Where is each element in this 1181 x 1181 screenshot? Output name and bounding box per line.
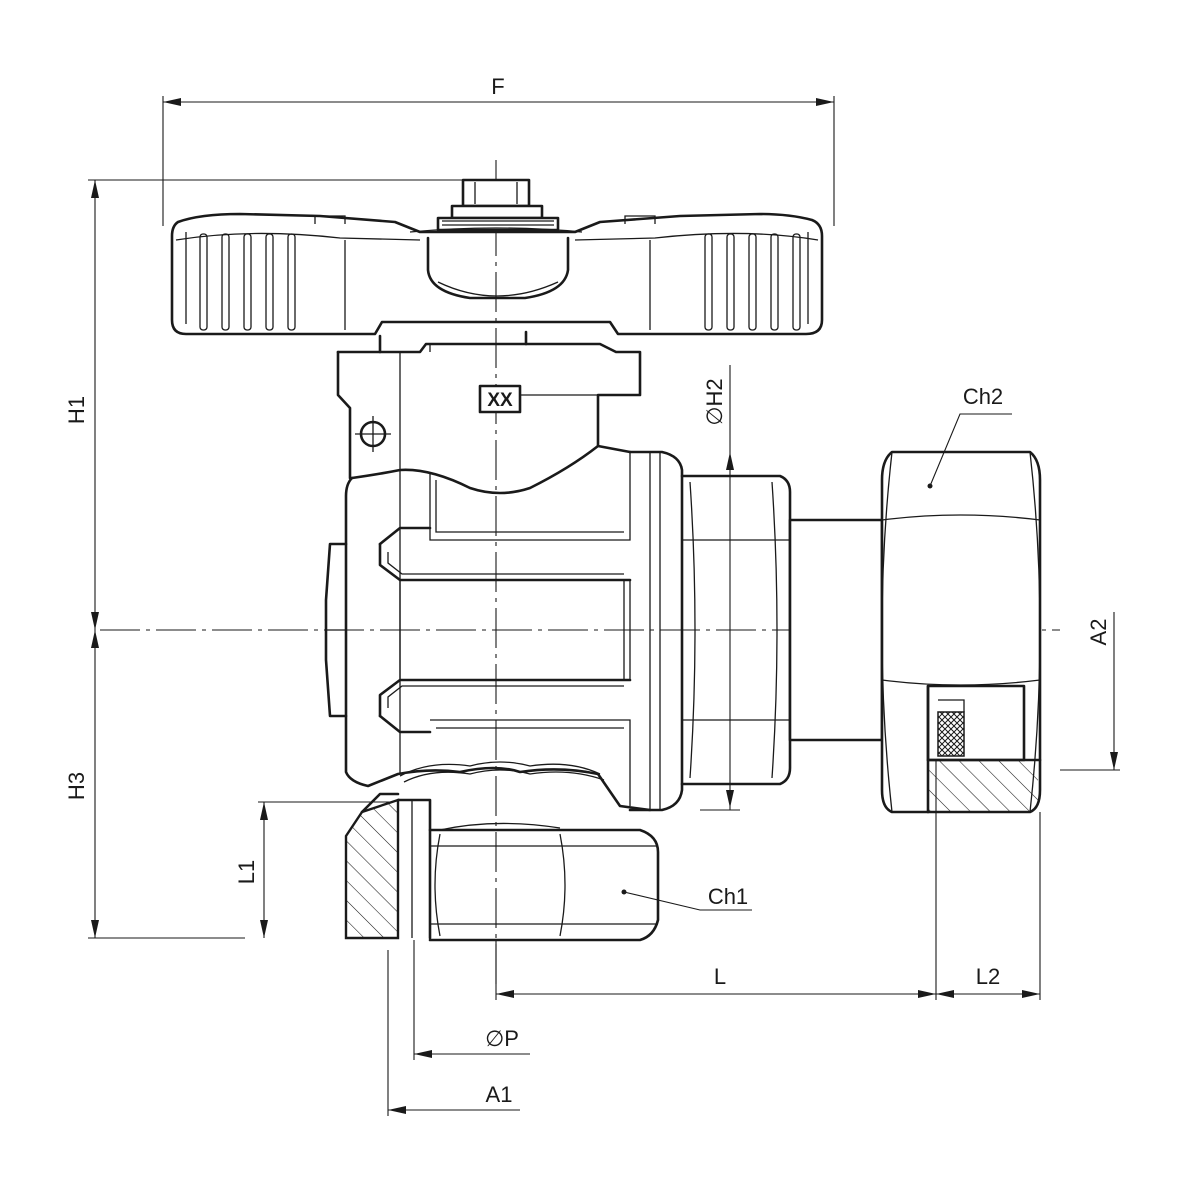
- dim-label-h1: H1: [64, 396, 89, 424]
- dim-label-h3: H3: [64, 772, 89, 800]
- callout-label-ch2: Ch2: [963, 384, 1003, 409]
- pipe-spigot: [788, 518, 884, 742]
- dim-label-l1: L1: [234, 860, 259, 884]
- dimension-lines: [88, 96, 1120, 1116]
- valve-body: [324, 444, 652, 812]
- callout-label-ch1: Ch1: [708, 884, 748, 909]
- union-nut-ch2: [880, 450, 1042, 814]
- marking-label: XX: [487, 390, 513, 411]
- stem-nut: [409, 178, 583, 233]
- valve-neck: [336, 330, 642, 480]
- dimension-labels: F H1 H3 L1 ∅H2 L L2 A2 ∅P A1 Ch2 Ch1: [64, 74, 1111, 1107]
- dim-label-a2: A2: [1086, 619, 1111, 646]
- xx-marking: XX: [478, 384, 522, 414]
- bottom-port-ch1: [344, 792, 660, 942]
- dim-label-h2: ∅H2: [702, 378, 727, 425]
- dim-label-a1: A1: [486, 1082, 513, 1107]
- dim-label-p: ∅P: [485, 1026, 519, 1051]
- dim-label-l: L: [714, 964, 726, 989]
- butterfly-handle: [170, 212, 824, 336]
- dim-label-f: F: [491, 74, 504, 99]
- dim-label-l2: L2: [976, 964, 1000, 989]
- right-flange: [628, 450, 792, 812]
